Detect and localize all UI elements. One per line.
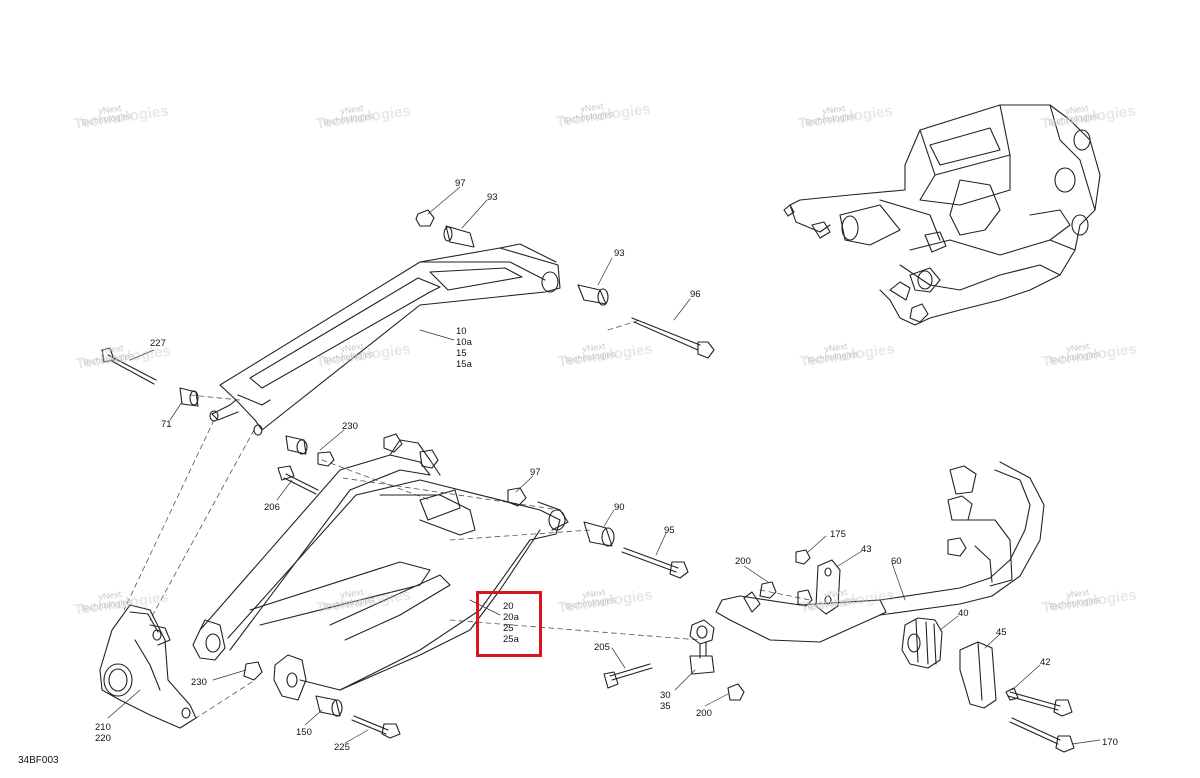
callout-45: 45 bbox=[996, 627, 1007, 638]
callout-96: 96 bbox=[690, 289, 701, 300]
callout-170: 170 bbox=[1102, 737, 1118, 748]
callout-97-upper: 97 bbox=[455, 178, 466, 189]
callout-200-upper: 200 bbox=[735, 556, 751, 567]
callout-150: 150 bbox=[296, 727, 312, 738]
callout-205: 205 bbox=[594, 642, 610, 653]
sway-bar bbox=[715, 461, 1045, 643]
upper-a-arm bbox=[209, 243, 561, 436]
knuckle bbox=[99, 604, 197, 729]
callout-227: 227 bbox=[150, 338, 166, 349]
callout-40: 40 bbox=[958, 608, 969, 619]
callout-sway-link: 30 35 bbox=[660, 690, 671, 712]
lower-bushings bbox=[243, 435, 689, 739]
callout-225: 225 bbox=[334, 742, 350, 753]
callout-206: 206 bbox=[264, 502, 280, 513]
callout-60: 60 bbox=[891, 556, 902, 567]
assembly-dashed-lines bbox=[123, 319, 811, 719]
sway-bar-bushing bbox=[901, 617, 1075, 753]
callout-200-lower: 200 bbox=[696, 708, 712, 719]
callout-95: 95 bbox=[664, 525, 675, 536]
callout-230-upper: 230 bbox=[342, 421, 358, 432]
callout-93-right: 93 bbox=[614, 248, 625, 259]
callout-97-lower: 97 bbox=[530, 467, 541, 478]
callout-upper-arm: 10 10a 15 15a bbox=[456, 326, 472, 370]
figure-code: 34BF003 bbox=[18, 755, 59, 766]
upper-bushings bbox=[101, 209, 715, 407]
sway-bar-links bbox=[603, 549, 841, 701]
assembled-view-inset bbox=[783, 104, 1101, 326]
callout-93-left: 93 bbox=[487, 192, 498, 203]
callout-43: 43 bbox=[861, 544, 872, 555]
leader-lines bbox=[107, 186, 1101, 745]
callout-knuckle: 210 220 bbox=[95, 722, 111, 744]
callout-175: 175 bbox=[830, 529, 846, 540]
lower-a-arm bbox=[192, 433, 569, 701]
callout-42: 42 bbox=[1040, 657, 1051, 668]
callout-lower-arm: 20 20a 25 25a bbox=[503, 601, 519, 645]
callout-71: 71 bbox=[161, 419, 172, 430]
callout-90: 90 bbox=[614, 502, 625, 513]
callout-230-lower: 230 bbox=[191, 677, 207, 688]
highlight-box bbox=[476, 591, 542, 657]
